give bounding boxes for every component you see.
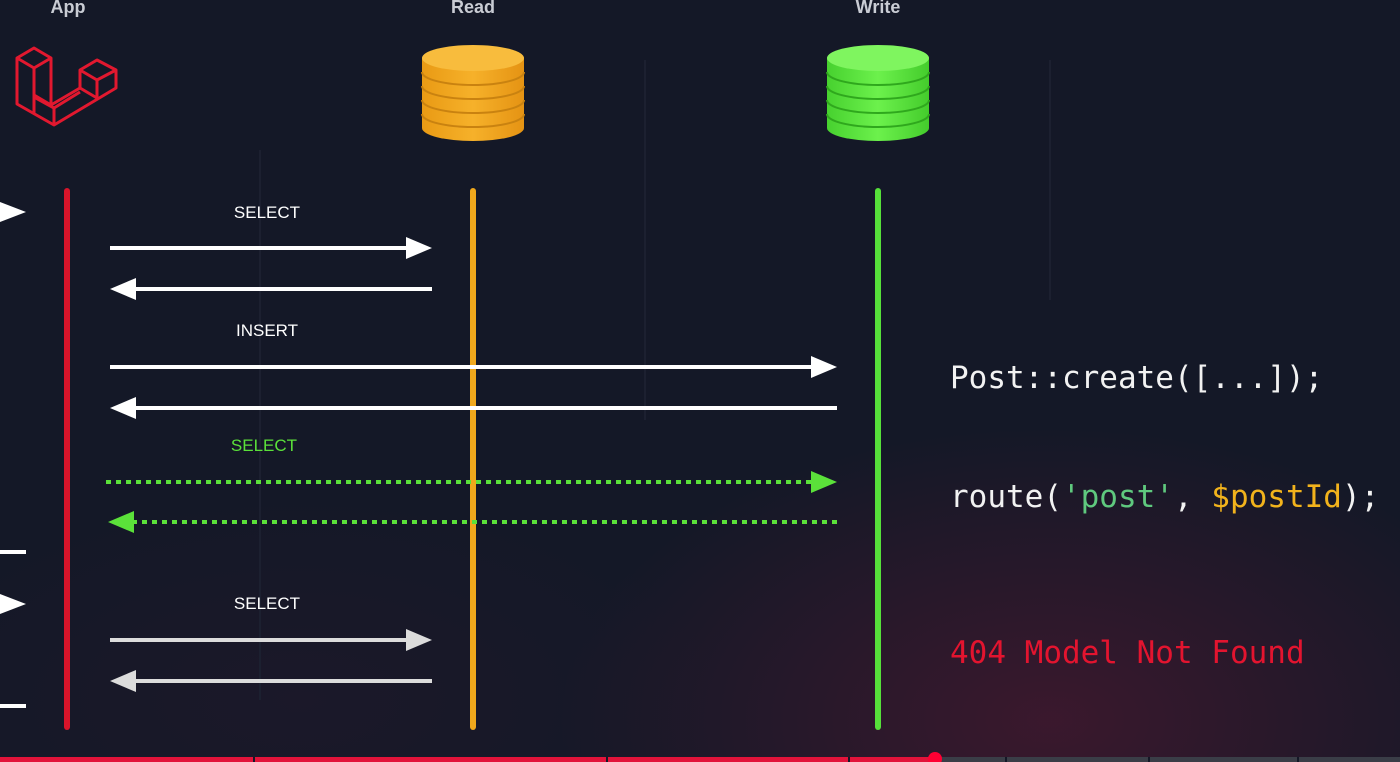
write-lane-title: Write [855, 0, 901, 17]
chapter-divider [1005, 757, 1007, 762]
left-edge-arrows [0, 202, 26, 708]
chapter-divider [253, 757, 255, 762]
route-sep: , [1173, 479, 1212, 515]
read-database-icon [421, 45, 525, 141]
route-fn: route( [950, 479, 1062, 515]
chapter-divider [848, 757, 850, 762]
error-message: 404 Model Not Found [950, 635, 1305, 671]
select-again-label: SELECT [233, 594, 301, 613]
create-code: Post::create([...]); [950, 360, 1324, 396]
read-lane-title: Read [450, 0, 496, 17]
chapter-divider [1297, 757, 1299, 762]
route-var: $postId [1211, 479, 1342, 515]
laravel-logo-icon [15, 46, 118, 127]
video-progress-bar[interactable] [0, 752, 1400, 762]
write-database-icon [826, 45, 930, 141]
select-again-response-arrow [110, 670, 432, 692]
chapter-divider [606, 757, 608, 762]
app-lane-title: App [50, 0, 86, 17]
select-write-response-arrow [108, 511, 840, 533]
insert-request-arrow [110, 356, 837, 378]
select-write-label: SELECT [230, 436, 298, 455]
select-request-arrow [110, 237, 432, 259]
select-label: SELECT [233, 203, 301, 222]
route-arg: 'post' [1061, 479, 1174, 515]
progress-fill [0, 757, 936, 762]
route-end: ); [1341, 479, 1380, 515]
chapter-divider [1148, 757, 1150, 762]
select-write-request-arrow [106, 471, 837, 493]
insert-response-arrow [110, 397, 837, 419]
select-response-arrow [110, 278, 432, 300]
select-again-request-arrow [110, 629, 432, 651]
background-columns [259, 60, 1051, 700]
route-code: route('post', $postId); [950, 479, 1379, 515]
insert-label: INSERT [235, 321, 299, 340]
progress-scrubber-handle[interactable] [928, 752, 943, 762]
